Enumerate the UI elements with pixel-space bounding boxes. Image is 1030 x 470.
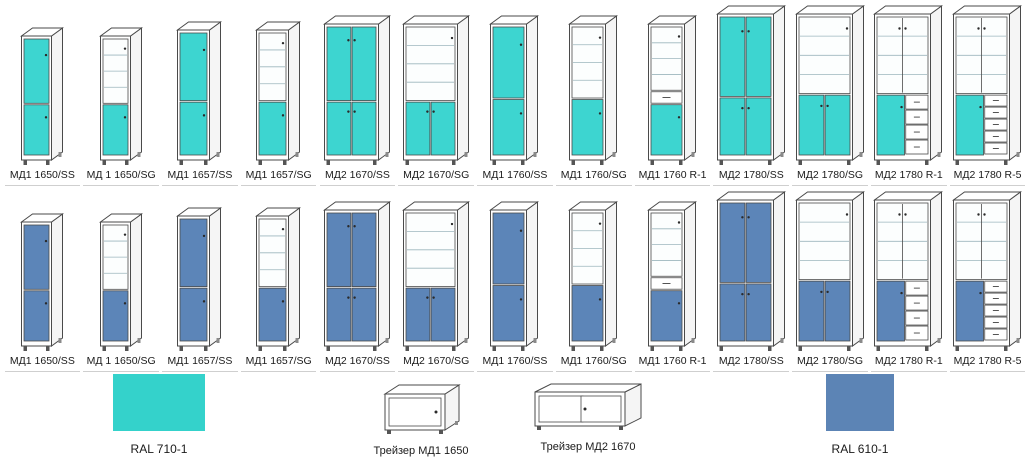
cabinet-drawing (871, 3, 946, 166)
cabinet-label: МД 1 1650/SG (83, 352, 159, 372)
cabinet-drawing (253, 205, 304, 352)
cabinet-label: МД1 1760/SS (477, 166, 553, 186)
cabinet-drawing (566, 199, 621, 352)
cabinet-drawing (793, 3, 868, 166)
cabinet-drawing (645, 13, 700, 166)
cabinet-label: МД1 1657/SS (162, 166, 238, 186)
cabinet-drawing (566, 13, 621, 166)
cabinet-label: МД2 1780/SG (792, 166, 868, 186)
color-swatch-block-blue: RAL 610-1 (826, 374, 894, 456)
cabinet-item: МД2 1780/SG (791, 0, 870, 186)
cabinet-drawing (174, 19, 225, 166)
trayser-md1-block: Трейзер МД1 1650 (366, 380, 476, 457)
cabinet-drawing (97, 211, 146, 352)
cabinet-item: МД1 1760 R-1 (633, 186, 712, 372)
cabinet-item: МД2 1780 R-5 (948, 0, 1027, 186)
cabinet-label: МД1 1760 R-1 (634, 352, 711, 372)
cabinet-item: МД1 1650/SS (3, 186, 82, 372)
cabinet-drawing (950, 189, 1025, 352)
cabinet-item: МД1 1760/SS (476, 0, 555, 186)
cabinet-drawing (400, 13, 473, 166)
cabinet-drawing (714, 3, 789, 166)
cabinet-drawing (645, 199, 700, 352)
cabinet-label: МД2 1780 R-1 (871, 166, 947, 186)
turquoise-swatch (113, 374, 205, 431)
cabinet-item: МД1 1760/SG (554, 186, 633, 372)
cabinet-label: МД2 1670/SG (398, 166, 475, 186)
cabinet-label: МД2 1670/SG (398, 352, 475, 372)
cabinet-label: МД1 1657/SG (240, 352, 317, 372)
cabinet-label: МД2 1780/SG (792, 352, 868, 372)
cabinet-label: МД2 1780/SS (713, 166, 790, 186)
cabinet-item: МД2 1670/SS (318, 0, 397, 186)
swatch-label: RAL 610-1 (831, 442, 889, 456)
cabinet-item: МД2 1780/SS (712, 186, 791, 372)
cabinet-label: МД1 1650/SS (4, 352, 81, 372)
cabinet-label: МД 1 1650/SG (83, 166, 159, 186)
color-swatch-block-turquoise: RAL 710-1 (113, 374, 205, 456)
cabinet-item: МД2 1670/SS (318, 186, 397, 372)
cabinet-label: МД2 1780/SS (713, 352, 790, 372)
cabinet-label: МД1 1650/SS (4, 166, 81, 186)
cabinet-item: МД1 1760/SS (476, 186, 555, 372)
trayser-md2-label: Трейзер МД2 1670 (540, 441, 636, 453)
cabinet-label: МД2 1780 R-1 (871, 352, 947, 372)
cabinet-item: МД2 1780/SS (712, 0, 791, 186)
cabinet-label: МД1 1760/SG (555, 166, 632, 186)
footer: RAL 710-1 Трейзер МД1 1650 (0, 372, 1030, 470)
trayser-md1-drawing (383, 384, 461, 434)
cabinet-item: МД1 1657/SG (239, 186, 318, 372)
cabinet-label: МД1 1657/SG (240, 166, 317, 186)
cabinet-item: МД2 1780/SG (791, 186, 870, 372)
swatch-label: RAL 710-1 (130, 442, 188, 456)
cabinet-item: МД1 1657/SS (161, 186, 240, 372)
cabinet-drawing (793, 189, 868, 352)
cabinet-drawing (253, 19, 304, 166)
cabinet-drawing (97, 25, 146, 166)
cabinet-item: МД1 1760/SG (554, 0, 633, 186)
cabinet-drawing (714, 189, 789, 352)
cabinet-drawing (174, 205, 225, 352)
cabinet-label: МД1 1760/SG (555, 352, 632, 372)
trayser-md2-drawing (534, 383, 642, 430)
cabinet-item: МД2 1670/SG (397, 186, 476, 372)
cabinet-item: МД1 1650/SS (3, 0, 82, 186)
cabinet-item: МД1 1760 R-1 (633, 0, 712, 186)
cabinet-label: МД2 1670/SS (319, 166, 396, 186)
cabinet-drawing (871, 189, 946, 352)
cabinet-label: МД2 1780 R-5 (949, 166, 1026, 186)
cabinet-item: МД2 1780 R-5 (948, 186, 1027, 372)
cabinet-drawing (321, 13, 394, 166)
cabinet-item: МД2 1780 R-1 (869, 0, 948, 186)
cabinet-drawing (18, 211, 67, 352)
cabinet-drawing (400, 199, 473, 352)
cabinet-item: МД 1 1650/SG (82, 186, 161, 372)
cabinet-label: МД2 1670/SS (319, 352, 396, 372)
cabinet-label: МД1 1657/SS (162, 352, 238, 372)
cabinet-item: МД1 1657/SS (161, 0, 240, 186)
cabinet-drawing (487, 13, 542, 166)
cabinet-label: МД1 1760 R-1 (634, 166, 711, 186)
cabinet-item: МД 1 1650/SG (82, 0, 161, 186)
trayser-md2-block: Трейзер МД2 1670 (518, 380, 658, 453)
cabinet-label: МД1 1760/SS (477, 352, 553, 372)
cabinet-drawing (321, 199, 394, 352)
cabinet-item: МД2 1670/SG (397, 0, 476, 186)
cabinet-item: МД1 1657/SG (239, 0, 318, 186)
trayser-md1-label: Трейзер МД1 1650 (373, 445, 469, 457)
cabinet-item: МД2 1780 R-1 (869, 186, 948, 372)
cabinet-drawing (950, 3, 1025, 166)
cabinet-label: МД2 1780 R-5 (949, 352, 1026, 372)
cabinet-drawing (18, 25, 67, 166)
blue-swatch (826, 374, 894, 431)
cabinet-drawing (487, 199, 542, 352)
